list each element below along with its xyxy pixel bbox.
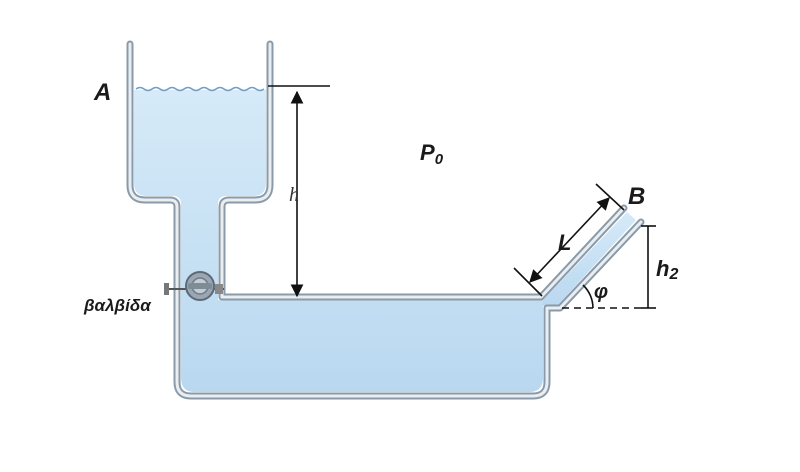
length-label: L <box>558 230 571 255</box>
angle-arc <box>582 284 594 309</box>
vessel-wall-right <box>218 40 628 301</box>
water-surface <box>135 86 265 92</box>
height2-subscript: 2 <box>668 266 678 283</box>
length-dimension-arrow <box>529 197 610 283</box>
valve-icon[interactable] <box>164 271 224 301</box>
height2-symbol: h <box>656 256 669 281</box>
tank-label: A <box>93 79 111 106</box>
height2-label: h2 <box>656 256 678 283</box>
valve-label: βαλβίδα <box>83 296 152 315</box>
vessel-wall-right-highlight <box>220 42 626 299</box>
water-body <box>134 90 543 392</box>
angle-label: φ <box>594 281 608 303</box>
tube-water <box>543 212 636 306</box>
outlet-label: B <box>628 183 645 210</box>
height-label: h <box>289 184 299 206</box>
pressure-symbol: P <box>420 140 435 165</box>
pressure-label: P0 <box>420 140 444 168</box>
pressure-subscript: 0 <box>435 151 444 168</box>
length-tick-lower <box>513 267 543 297</box>
vessel-wall-highlight <box>128 42 643 398</box>
length-tick-upper <box>595 183 625 211</box>
